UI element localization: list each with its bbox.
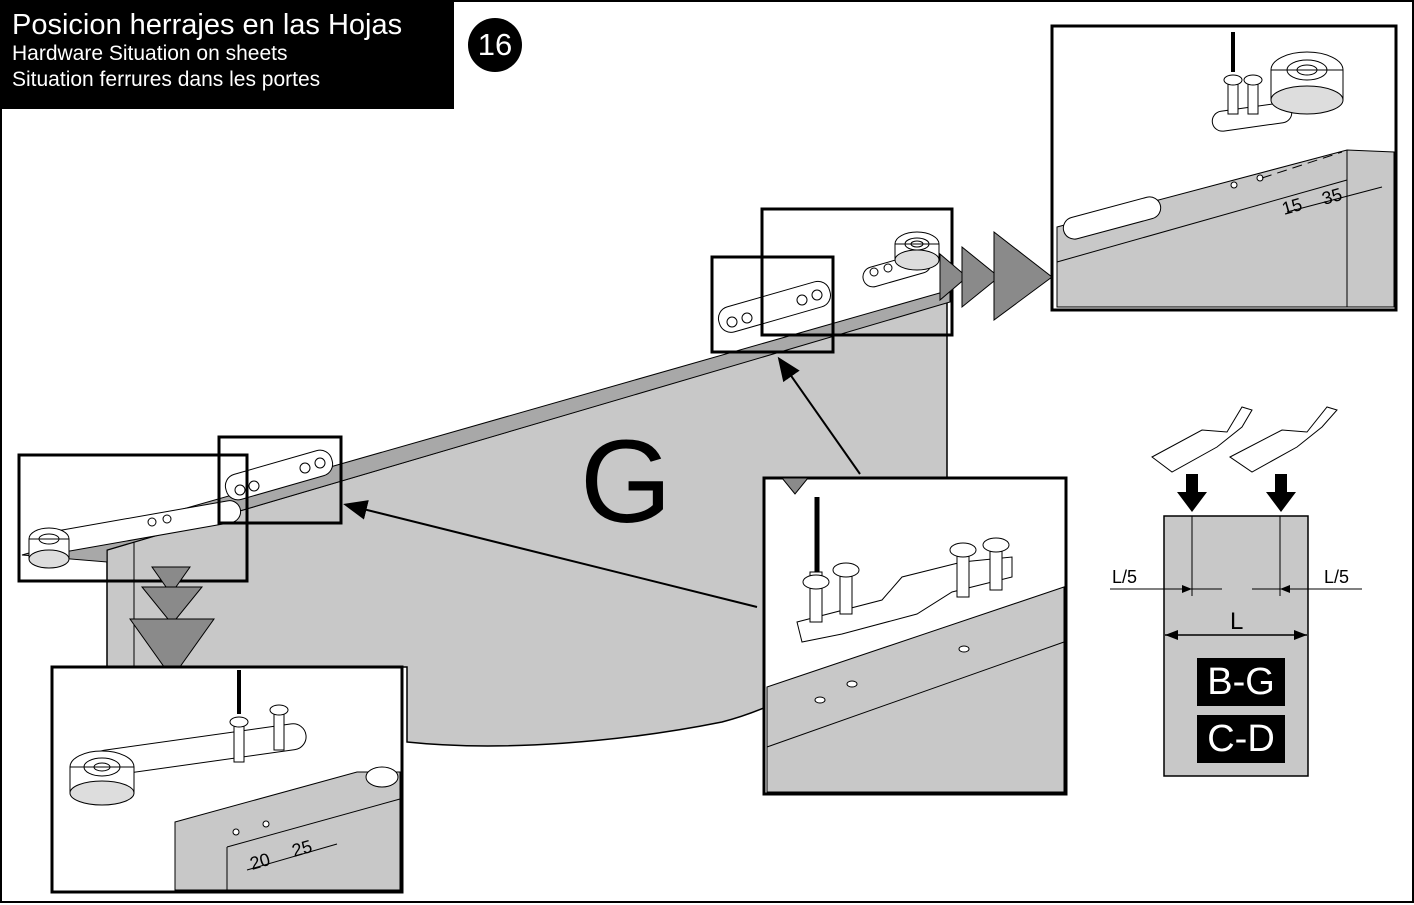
zoom-direction-arrows-down — [129, 566, 215, 679]
title-block: Posicion herrajes en las Hojas Hardware … — [2, 2, 454, 109]
frame-bottom-left-wheel — [17, 453, 249, 583]
label-length: L — [1230, 608, 1243, 635]
zoom-direction-arrows-right — [939, 230, 1053, 321]
frame-left-bracket — [217, 435, 343, 525]
top-edge-hardware — [28, 231, 940, 569]
highlight-frames — [17, 207, 954, 583]
arrow-to-left-bracket — [343, 500, 758, 608]
title-spanish: Posicion herrajes en las Hojas — [12, 9, 403, 41]
frame-right-bracket — [710, 255, 835, 354]
step-number-badge: 16 — [468, 18, 522, 72]
title-english: Hardware Situation on sheets — [12, 42, 288, 65]
detail-top-right: 15 35 — [1050, 24, 1398, 312]
label-l-fifth-right: L/5 — [1324, 567, 1349, 587]
door-code-cd: C-D — [1197, 715, 1285, 763]
detail-bottom-left: 20 25 — [50, 665, 404, 894]
detail-center-bracket — [762, 476, 1068, 796]
panel-letter: G — [580, 416, 672, 548]
door-code-bg: B-G — [1197, 658, 1285, 706]
title-french: Situation ferrures dans les portes — [12, 68, 321, 91]
label-l-fifth-left: L/5 — [1112, 567, 1137, 587]
arrow-to-right-bracket — [777, 356, 861, 475]
pointer-arrows — [343, 356, 861, 608]
